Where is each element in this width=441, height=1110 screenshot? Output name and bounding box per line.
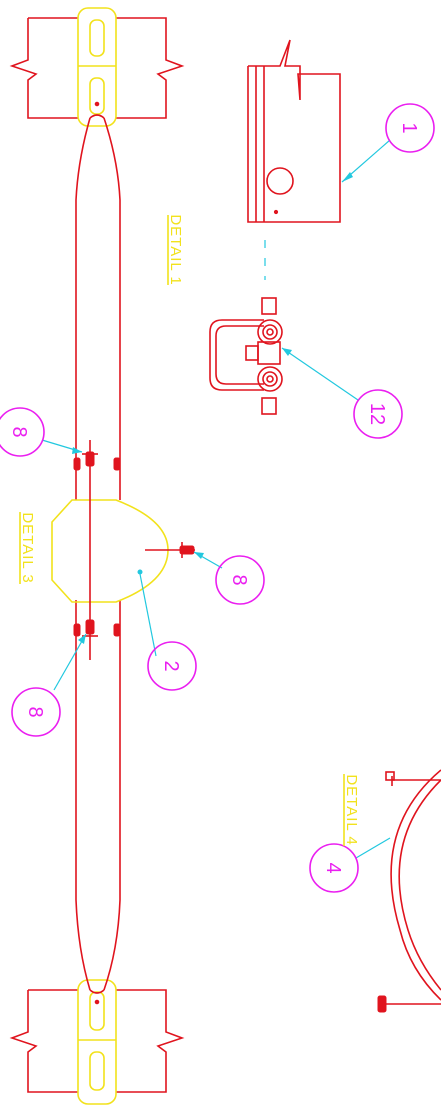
balloon-2: 2	[147, 641, 197, 691]
center-hub	[51, 499, 195, 603]
shaft-lower	[75, 600, 121, 994]
detail-1-label: DETAIL 1	[167, 214, 184, 285]
svg-text:12: 12	[366, 403, 388, 425]
detail-4-curved-part	[377, 769, 441, 1013]
balloon-8-top: 8	[0, 407, 45, 457]
detail-3-label: DETAIL 3	[19, 512, 36, 584]
leader-lines	[41, 139, 391, 859]
bolt-right	[179, 542, 195, 558]
balloon-12: 12	[353, 389, 403, 439]
balloon-4: 4	[309, 843, 359, 893]
balloon-8-right: 8	[215, 555, 265, 605]
top-support-bracket	[9, 7, 185, 127]
svg-text:4: 4	[322, 862, 344, 873]
detail-1-plate	[247, 39, 341, 280]
bolt-top	[73, 440, 121, 500]
svg-text:DETAIL 3: DETAIL 3	[19, 512, 36, 583]
svg-text:DETAIL 1: DETAIL 1	[167, 214, 184, 285]
balloon-8-bottom: 8	[11, 687, 61, 737]
svg-text:1: 1	[398, 122, 420, 133]
balloon-1: 1	[385, 103, 435, 153]
svg-text:8: 8	[24, 706, 46, 717]
detail-1-bracket-assembly	[209, 297, 283, 415]
svg-text:DETAIL 4: DETAIL 4	[343, 774, 360, 845]
bottom-support-bracket	[9, 979, 185, 1105]
svg-text:8: 8	[8, 426, 30, 437]
shaft-upper	[75, 114, 121, 500]
bolt-bottom	[73, 602, 121, 660]
svg-text:2: 2	[160, 660, 182, 671]
svg-text:8: 8	[228, 574, 250, 585]
detail-4-label: DETAIL 4	[343, 774, 360, 846]
